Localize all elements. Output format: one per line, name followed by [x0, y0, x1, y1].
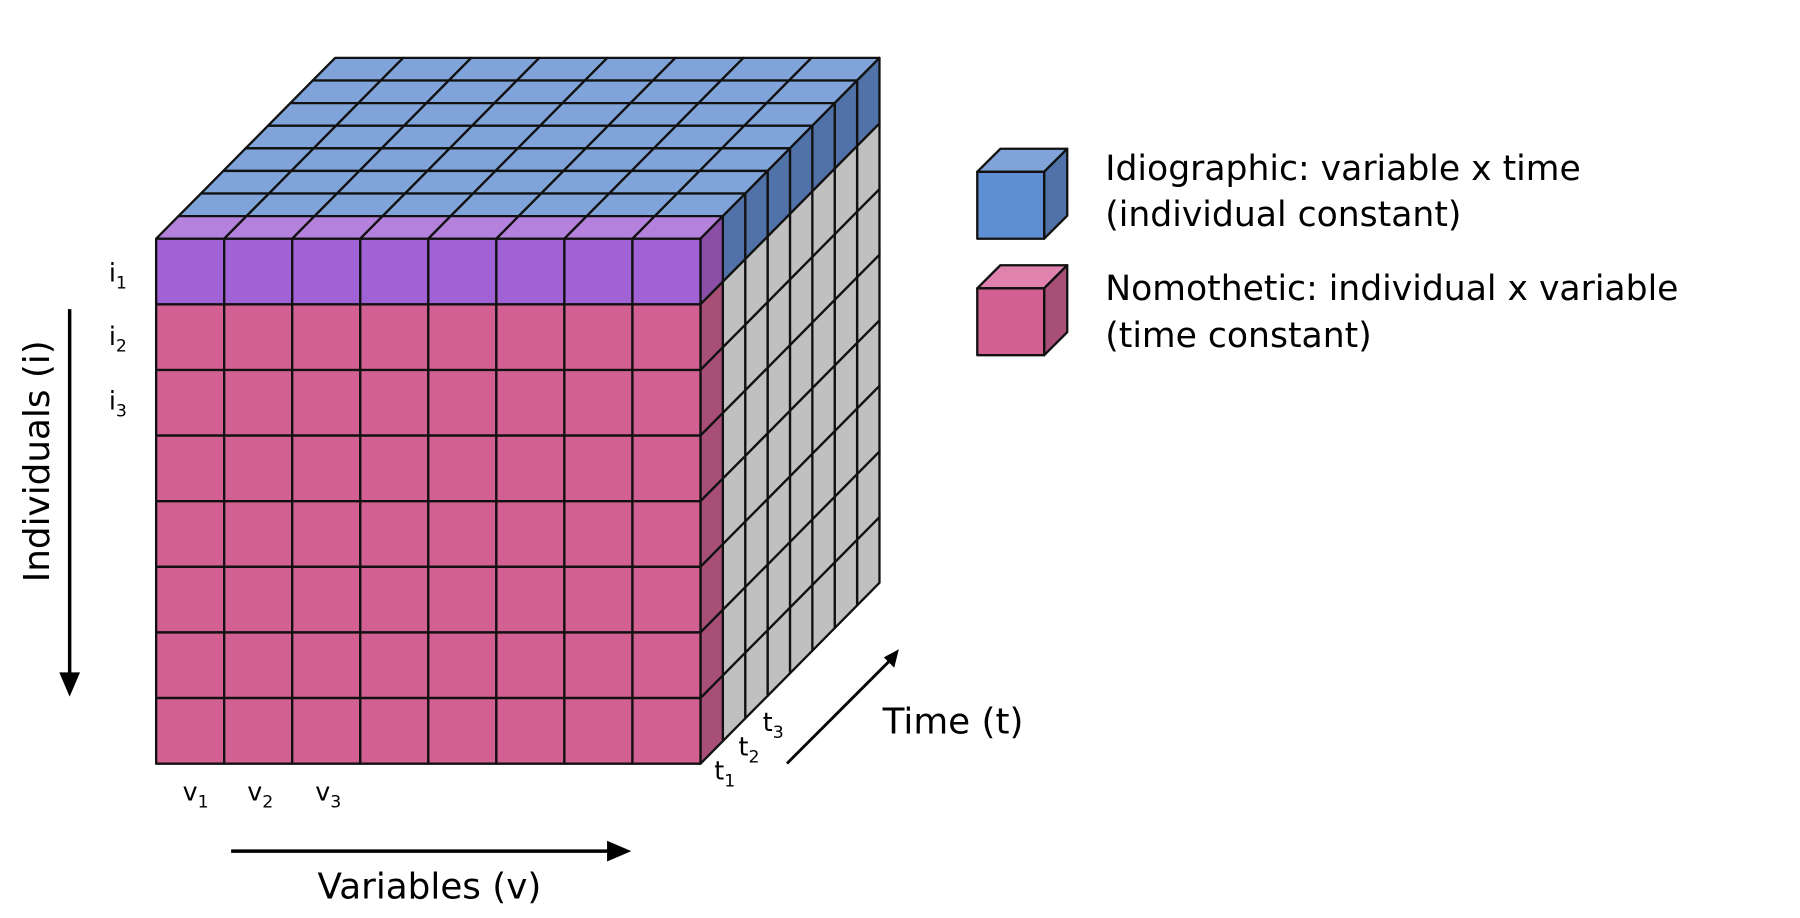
front-face-cell [223, 303, 294, 372]
front-face-cell [154, 631, 226, 700]
front-face-cell [563, 368, 634, 437]
front-face-cell [631, 303, 702, 372]
column-label-v1: v1 [183, 776, 209, 812]
data-cube [154, 56, 881, 765]
front-face-cell [291, 631, 362, 700]
front-face-cell [495, 237, 566, 306]
front-face-cell [291, 237, 362, 306]
front-face-cell [563, 434, 634, 503]
time-label-t3: t3 [763, 707, 784, 743]
front-face-cell [631, 368, 702, 437]
front-face-cell [223, 631, 294, 700]
front-face-cell [154, 696, 226, 765]
front-face-cell [427, 434, 498, 503]
front-face-cell [359, 237, 430, 306]
row-label-i1: i1 [109, 257, 127, 293]
time-arrow [785, 649, 899, 765]
row-label-i2: i2 [109, 321, 127, 357]
front-face-cell [359, 500, 430, 568]
front-face-cell [359, 631, 430, 700]
front-face-cell [427, 368, 498, 437]
front-face-cell [495, 631, 566, 700]
time-label-t1: t1 [714, 756, 735, 792]
front-face-cell [495, 434, 566, 503]
front-face-cell [563, 303, 634, 372]
front-face-cell [631, 434, 702, 503]
front-face-cell [291, 303, 362, 372]
column-label-v2: v2 [247, 776, 273, 812]
front-face-cell [291, 565, 362, 634]
front-face-cell [154, 368, 226, 437]
front-face-cell [223, 565, 294, 634]
front-face-cell [223, 500, 294, 568]
row-label-i3: i3 [109, 385, 127, 421]
front-face-cell [631, 696, 702, 765]
front-face-cell [154, 237, 226, 306]
front-face-cell [427, 500, 498, 568]
front-face-cell [427, 303, 498, 372]
front-face-cell [154, 303, 226, 372]
idiographic-legend-cube-icon [976, 147, 1069, 240]
front-face-cell [223, 368, 294, 437]
front-face-cell [495, 500, 566, 568]
front-face-cell [154, 500, 226, 568]
time-label-t2: t2 [739, 731, 760, 767]
idiographic-legend-subtitle: (individual constant) [1105, 195, 1461, 235]
front-face-cell [359, 303, 430, 372]
time-axis-label: Time (t) [882, 701, 1024, 742]
front-face-cell [631, 631, 702, 700]
nomothetic-legend-title: Nomothetic: individual x variable [1105, 269, 1678, 309]
front-face-cell [359, 434, 430, 503]
individuals-axis-label: Individuals (i) [17, 340, 58, 582]
front-face-cell [427, 565, 498, 634]
front-face-cell [495, 696, 566, 765]
variables-arrow [231, 840, 632, 862]
nomothetic-legend-cube-icon [976, 264, 1069, 357]
individuals-arrow [59, 309, 81, 697]
front-face-cell [427, 631, 498, 700]
idiographic-legend-title: Idiographic: variable x time [1105, 149, 1580, 189]
front-face-cell [154, 434, 226, 503]
front-face-cell [223, 696, 294, 765]
front-face-cell [631, 237, 702, 306]
legend-cube-front [976, 287, 1046, 357]
front-face-cell [563, 696, 634, 765]
front-face-cell [359, 696, 430, 765]
front-face-cell [427, 237, 498, 306]
front-face-cell [563, 500, 634, 568]
front-face-cell [291, 368, 362, 437]
front-face-cell [495, 368, 566, 437]
nomothetic-legend-subtitle: (time constant) [1105, 316, 1371, 356]
front-face-cell [563, 631, 634, 700]
legend-cube-front [976, 170, 1046, 240]
front-face-cell [359, 565, 430, 634]
front-face-cell [291, 434, 362, 503]
front-face-cell [631, 500, 702, 568]
column-label-v3: v3 [315, 776, 341, 812]
front-face-cell [495, 565, 566, 634]
front-face-cell [495, 303, 566, 372]
front-face-cell [631, 565, 702, 634]
front-face-cell [563, 565, 634, 634]
front-face-cell [291, 696, 362, 765]
variables-axis-label: Variables (v) [318, 866, 542, 907]
front-face-cell [223, 434, 294, 503]
front-face-cell [223, 237, 294, 306]
front-face-cell [427, 696, 498, 765]
front-face-cell [154, 565, 226, 634]
front-face-cell [563, 237, 634, 306]
front-face-cell [291, 500, 362, 568]
front-face-cell [359, 368, 430, 437]
